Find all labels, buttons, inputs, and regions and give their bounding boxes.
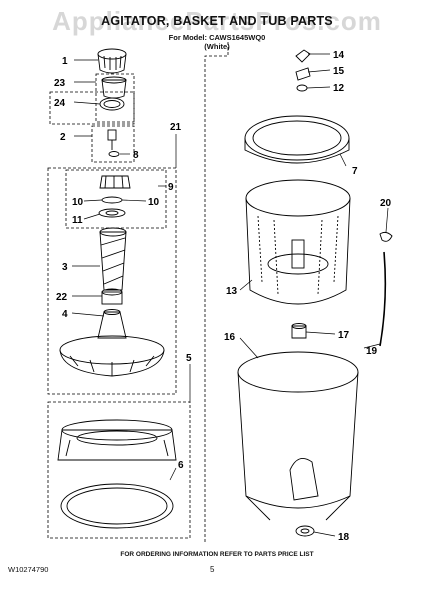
watermark: AppliancePartsPros.com [52,6,382,36]
part-18-seal [295,525,315,537]
part-4-agitator-base [59,309,165,377]
part-16-outer-tub [237,351,359,521]
part-24-ring [99,97,125,111]
callout-4: 4 [62,309,68,320]
callout-7: 7 [352,166,358,177]
group-box-5 [47,401,191,539]
part-22-coupling [101,288,123,305]
model-line: For Model: CAWS1645WQ0 [168,33,266,42]
callout-11: 11 [72,215,83,226]
callout-6: 6 [178,460,184,471]
callout-9: 9 [168,182,174,193]
callout-10-right: 10 [148,197,160,208]
part-17-bearing [291,323,307,339]
callout-21: 21 [170,122,182,133]
callout-18: 18 [338,532,350,543]
page-number: 5 [210,565,215,574]
callout-8: 8 [133,150,139,161]
callout-20: 20 [380,198,392,209]
part-3-auger [99,227,127,291]
callout-15: 15 [333,66,345,77]
callout-5: 5 [186,353,192,364]
callout-22: 22 [56,292,68,303]
part-2-bolt [107,129,120,157]
part-5-drive-block [57,419,177,461]
group-box-24 [49,91,135,125]
color-line: (White) [204,42,230,51]
agitator-cap-part [97,48,127,74]
part-14-clip [295,49,311,63]
part-6-seal-ring [60,483,174,529]
callout-numbers: 1 23 24 2 8 21 9 10 10 11 3 22 4 5 6 14 … [54,50,392,543]
callout-19: 19 [366,346,378,357]
part-13-wash-basket [245,179,351,305]
callout-24: 24 [54,98,66,109]
part-12-nut [296,84,308,92]
dashed-route [204,42,229,542]
callout-1: 1 [62,56,68,67]
callout-10-left: 10 [72,197,84,208]
callout-17: 17 [338,330,350,341]
part-15-clip [295,67,311,81]
document-number: W10274790 [8,565,49,574]
part-23-cup [101,76,127,99]
callout-14: 14 [333,50,345,61]
callout-13: 13 [226,286,238,297]
callout-12: 12 [333,83,345,94]
group-box-21 [47,167,177,395]
group-box-2 [91,125,135,163]
leader-lines [71,53,389,537]
diagram-title: AGITATOR, BASKET AND TUB PARTS [101,14,333,28]
part-7-balance-ring [244,115,350,164]
part-9-agitator-dogs [98,175,131,218]
callout-3: 3 [62,262,68,273]
callout-23: 23 [54,78,66,89]
part-19-hose [379,251,387,347]
ordering-note: FOR ORDERING INFORMATION REFER TO PARTS … [120,551,314,558]
callout-16: 16 [224,332,236,343]
part-20-clamp [379,231,393,242]
callout-2: 2 [60,132,66,143]
